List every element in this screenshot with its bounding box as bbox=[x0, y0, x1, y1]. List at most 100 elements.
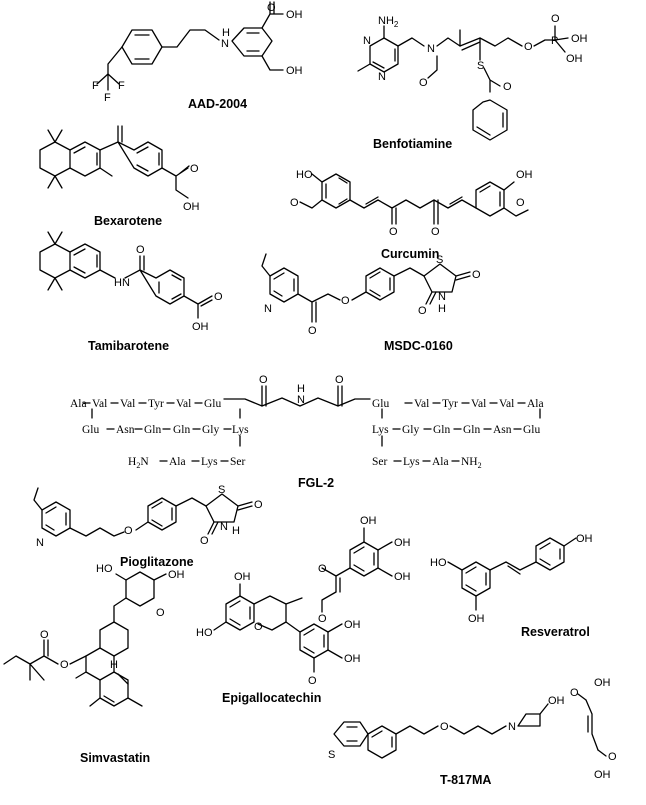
thiazolidine-h: H bbox=[438, 303, 446, 315]
linker-o-1: O bbox=[259, 374, 268, 386]
phenol-ho: HO bbox=[296, 169, 313, 181]
fluorine-2: F bbox=[118, 80, 125, 92]
fgl2-left-ala: Ala bbox=[70, 398, 87, 410]
amide-o: O bbox=[136, 244, 145, 256]
azetidine-n: N bbox=[508, 721, 516, 733]
bridgehead-h: H bbox=[110, 659, 118, 671]
pyridine-n: N bbox=[36, 537, 44, 549]
phenol-ho: HO bbox=[430, 557, 447, 569]
ketone-o-1: O bbox=[389, 226, 398, 238]
fgl-2-structure: Ala Val Val Tyr Val Glu Glu Asn Gln Gln … bbox=[70, 374, 544, 490]
msdc-0160-structure: N O O S O O N H MSDC-0160 bbox=[261, 253, 481, 353]
pyridine-n: N bbox=[264, 303, 272, 315]
resveratrol-label: Resveratrol bbox=[521, 625, 590, 639]
linker-o-2: O bbox=[335, 374, 344, 386]
thiazolidine-h: H bbox=[232, 525, 240, 537]
t-817ma-label: T-817MA bbox=[440, 773, 491, 787]
fgl2-left-glu-2: Glu bbox=[82, 424, 100, 436]
thiazolidine-o-1: O bbox=[472, 269, 481, 281]
phosphate-oh-2: OH bbox=[566, 53, 583, 65]
resveratrol-structure: OH HO OH Resveratrol bbox=[430, 533, 593, 639]
thiazolidine-o-2: O bbox=[418, 305, 427, 317]
phosphate-oh-1: OH bbox=[571, 33, 588, 45]
fgl2-right-gln-1: Gln bbox=[433, 424, 451, 436]
fgl2-right-val-2: Val bbox=[471, 398, 486, 410]
thioester-s: S bbox=[477, 60, 484, 72]
ester-o-double: O bbox=[40, 629, 49, 641]
fgl2-left-gln-2: Gln bbox=[173, 424, 191, 436]
fgl-2-label: FGL-2 bbox=[298, 476, 334, 490]
msdc-0160-label: MSDC-0160 bbox=[384, 339, 453, 353]
carboxyl-oh: OH bbox=[183, 201, 200, 213]
fgl2-right-nh2: NH2 bbox=[461, 456, 482, 470]
phenol-oh-7: O bbox=[308, 675, 317, 687]
simvastatin-label: Simvastatin bbox=[80, 751, 150, 765]
maleic-o-2: O bbox=[608, 751, 617, 763]
fgl2-right-gln-2: Gln bbox=[463, 424, 481, 436]
linker-n: N bbox=[297, 394, 305, 406]
tamibarotene-structure: O H N O OH Tamibarotene bbox=[39, 231, 223, 353]
tamibarotene-label: Tamibarotene bbox=[88, 339, 169, 353]
fgl2-left-ala-2: Ala bbox=[169, 456, 186, 468]
fgl2-right-ala: Ala bbox=[527, 398, 544, 410]
pyran-o: O bbox=[254, 621, 263, 633]
phenol-oh-1: OH bbox=[360, 515, 377, 527]
aad-2004-label: AAD-2004 bbox=[188, 97, 247, 111]
carboxyl-oh: OH bbox=[286, 9, 303, 21]
carboxyl-oh: OH bbox=[192, 321, 209, 333]
amine-h: H bbox=[222, 27, 230, 39]
fgl2-left-val-2: Val bbox=[120, 398, 135, 410]
carbonyl-o: O bbox=[190, 163, 199, 175]
bexarotene-label: Bexarotene bbox=[94, 214, 162, 228]
thiazolidine-n: N bbox=[438, 291, 446, 303]
amino-nh: NH2 bbox=[378, 15, 399, 29]
hydroxyl-ho: HO bbox=[96, 563, 113, 575]
linker-h: H bbox=[297, 383, 305, 395]
thiophene-s: S bbox=[328, 749, 335, 761]
ether-o: O bbox=[440, 721, 449, 733]
phenol-oh: OH bbox=[286, 65, 303, 77]
fgl2-right-ala-2: Ala bbox=[432, 456, 449, 468]
fgl2-left-lys-2: Lys bbox=[201, 456, 218, 468]
ring-n-2: N bbox=[378, 71, 386, 83]
methoxy-o-2: O bbox=[516, 197, 525, 209]
maleic-oh-2: OH bbox=[594, 769, 611, 781]
carbonyl-o: O bbox=[214, 291, 223, 303]
fgl2-right-val-3: Val bbox=[499, 398, 514, 410]
phenol-ho: HO bbox=[196, 627, 213, 639]
fgl2-right-lys: Lys bbox=[372, 424, 389, 436]
azetidine-oh: OH bbox=[548, 695, 565, 707]
bexarotene-structure: O OH Bexarotene bbox=[39, 125, 200, 228]
phenol-oh-3: OH bbox=[394, 571, 411, 583]
pioglitazone-structure: N O S O O N H Pioglitazone bbox=[33, 484, 263, 569]
pioglitazone-label: Pioglitazone bbox=[120, 555, 194, 569]
phosphate-o: O bbox=[524, 41, 533, 53]
maleic-o-1: O bbox=[570, 687, 579, 699]
thiazolidine-o-2: O bbox=[200, 535, 209, 547]
thiazolidine-s: S bbox=[436, 254, 443, 266]
hydroxyl-oh: OH bbox=[168, 569, 185, 581]
amine-n: N bbox=[221, 38, 229, 50]
aad-2004-structure: F F F H N OH O OH AAD-2004 bbox=[92, 1, 303, 111]
thiazolidine-n: N bbox=[220, 521, 228, 533]
fgl2-left-lys: Lys bbox=[232, 424, 249, 436]
fgl2-left-val-3: Val bbox=[176, 398, 191, 410]
amide-n: N bbox=[122, 277, 130, 289]
ketone-o: O bbox=[308, 325, 317, 337]
phosphorus: P bbox=[551, 35, 558, 47]
fgl2-right-lys-2: Lys bbox=[403, 456, 420, 468]
phenol-oh-4: OH bbox=[234, 571, 251, 583]
formyl-n: N bbox=[427, 43, 435, 55]
thiazolidine-o-1: O bbox=[254, 499, 263, 511]
epigallocatechin-structure: OH OH OH O O OH HO O OH OH O Epigallocat… bbox=[196, 515, 411, 705]
fgl2-right-glu-2: Glu bbox=[523, 424, 541, 436]
ether-o: O bbox=[341, 295, 350, 307]
amide-h: H bbox=[114, 277, 122, 289]
maleic-oh-1: OH bbox=[594, 677, 611, 689]
fluorine-3: F bbox=[104, 92, 111, 104]
curcumin-label: Curcumin bbox=[381, 247, 439, 261]
phenol-oh: OH bbox=[516, 169, 533, 181]
fgl2-left-glu: Glu bbox=[204, 398, 222, 410]
